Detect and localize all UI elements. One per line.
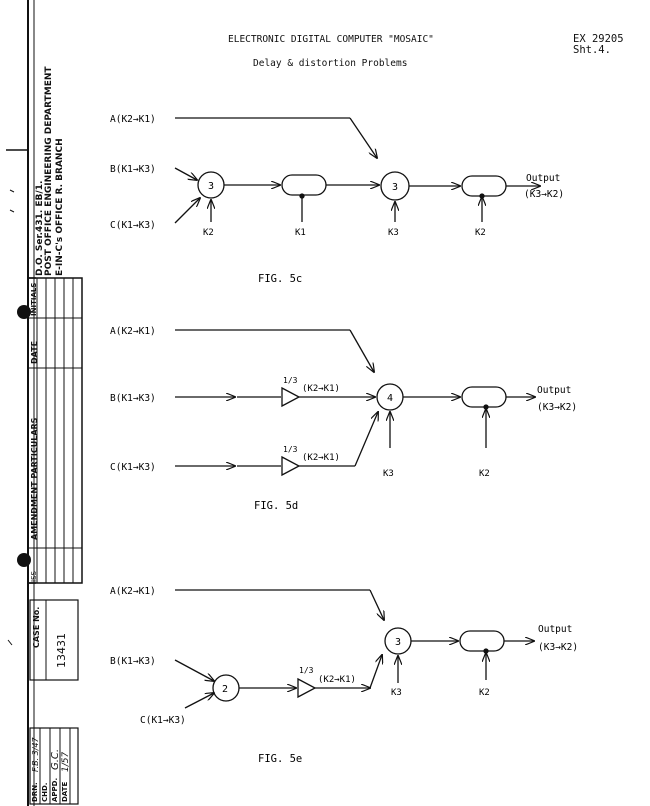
fig5c-clock-2: K1 <box>295 228 306 238</box>
fig-5e <box>174 589 534 709</box>
fig5c-delay-1 <box>281 174 327 196</box>
fig5e-clock-1: K3 <box>391 688 402 698</box>
fig5d-input-b: B(K1→K3) <box>110 393 156 404</box>
amendment-table <box>6 149 83 805</box>
page-subtitle: Delay & distortion Problems <box>253 58 408 69</box>
fig5d-clock-1: K3 <box>383 469 394 479</box>
fig5c-clock-1: K2 <box>203 228 214 238</box>
fig5c-input-b: B(K1→K3) <box>110 164 156 175</box>
fig5c-node-1-label: 3 <box>208 181 214 192</box>
fig5d-input-a: A(K2→K1) <box>110 326 156 337</box>
fig5e-output-label: Output <box>538 624 572 635</box>
fig5d-delay <box>461 386 507 408</box>
fig5e-input-b: B(K1→K3) <box>110 656 156 667</box>
fig5d-output-label: Output <box>537 385 571 396</box>
fig5e-amp <box>297 677 317 699</box>
fig5e-input-c: C(K1→K3) <box>140 715 186 726</box>
fig-5d <box>175 329 535 477</box>
document-reference: EX 29205 <box>573 33 624 45</box>
fig5d-amp-b <box>281 386 301 408</box>
page-title: ELECTRONIC DIGITAL COMPUTER "MOSAIC" <box>228 34 434 45</box>
fig5d-output-timing: (K3→K2) <box>537 402 577 413</box>
fig5d-input-c: C(K1→K3) <box>110 462 156 473</box>
fig5d-frac-c: 1/3 <box>283 445 298 454</box>
fig5d-clock-2: K2 <box>479 469 490 479</box>
fig5e-delay <box>459 630 505 652</box>
fig5c-output-timing: (K3→K2) <box>524 189 564 200</box>
fig5e-clock-2: K2 <box>479 688 490 698</box>
fig5e-node-1-label: 2 <box>222 684 228 695</box>
fig5d-frac-b: 1/3 <box>283 376 298 385</box>
fig5c-input-c: C(K1→K3) <box>110 220 156 231</box>
fig5e-node-2-label: 3 <box>395 637 401 648</box>
sheet-number: Sht.4. <box>573 44 611 56</box>
fig5c-clock-3: K3 <box>388 228 399 238</box>
fig5d-delay-label-c: (K2→K1) <box>302 453 340 463</box>
fig5e-input-a: A(K2→K1) <box>110 586 156 597</box>
fig5d-caption: FIG. 5d <box>254 500 298 512</box>
fig5c-clock-4: K2 <box>475 228 486 238</box>
fig5d-delay-label-b: (K2→K1) <box>302 384 340 394</box>
fig5c-output-label: Output <box>526 173 560 184</box>
fig5e-frac: 1/3 <box>299 666 314 675</box>
fig5c-caption: FIG. 5c <box>258 273 302 285</box>
fig5c-delay-2 <box>461 175 507 197</box>
fig5c-node-2-label: 3 <box>392 182 398 193</box>
fig5c-input-a: A(K2→K1) <box>110 114 156 125</box>
fig5e-output-timing: (K3→K2) <box>538 642 578 653</box>
fig5d-node-label: 4 <box>387 393 393 404</box>
fig5e-caption: FIG. 5e <box>258 753 302 765</box>
fig5e-delay-label: (K2→K1) <box>318 675 356 685</box>
fig-5c <box>174 117 540 224</box>
fig5d-amp-c <box>281 455 301 477</box>
